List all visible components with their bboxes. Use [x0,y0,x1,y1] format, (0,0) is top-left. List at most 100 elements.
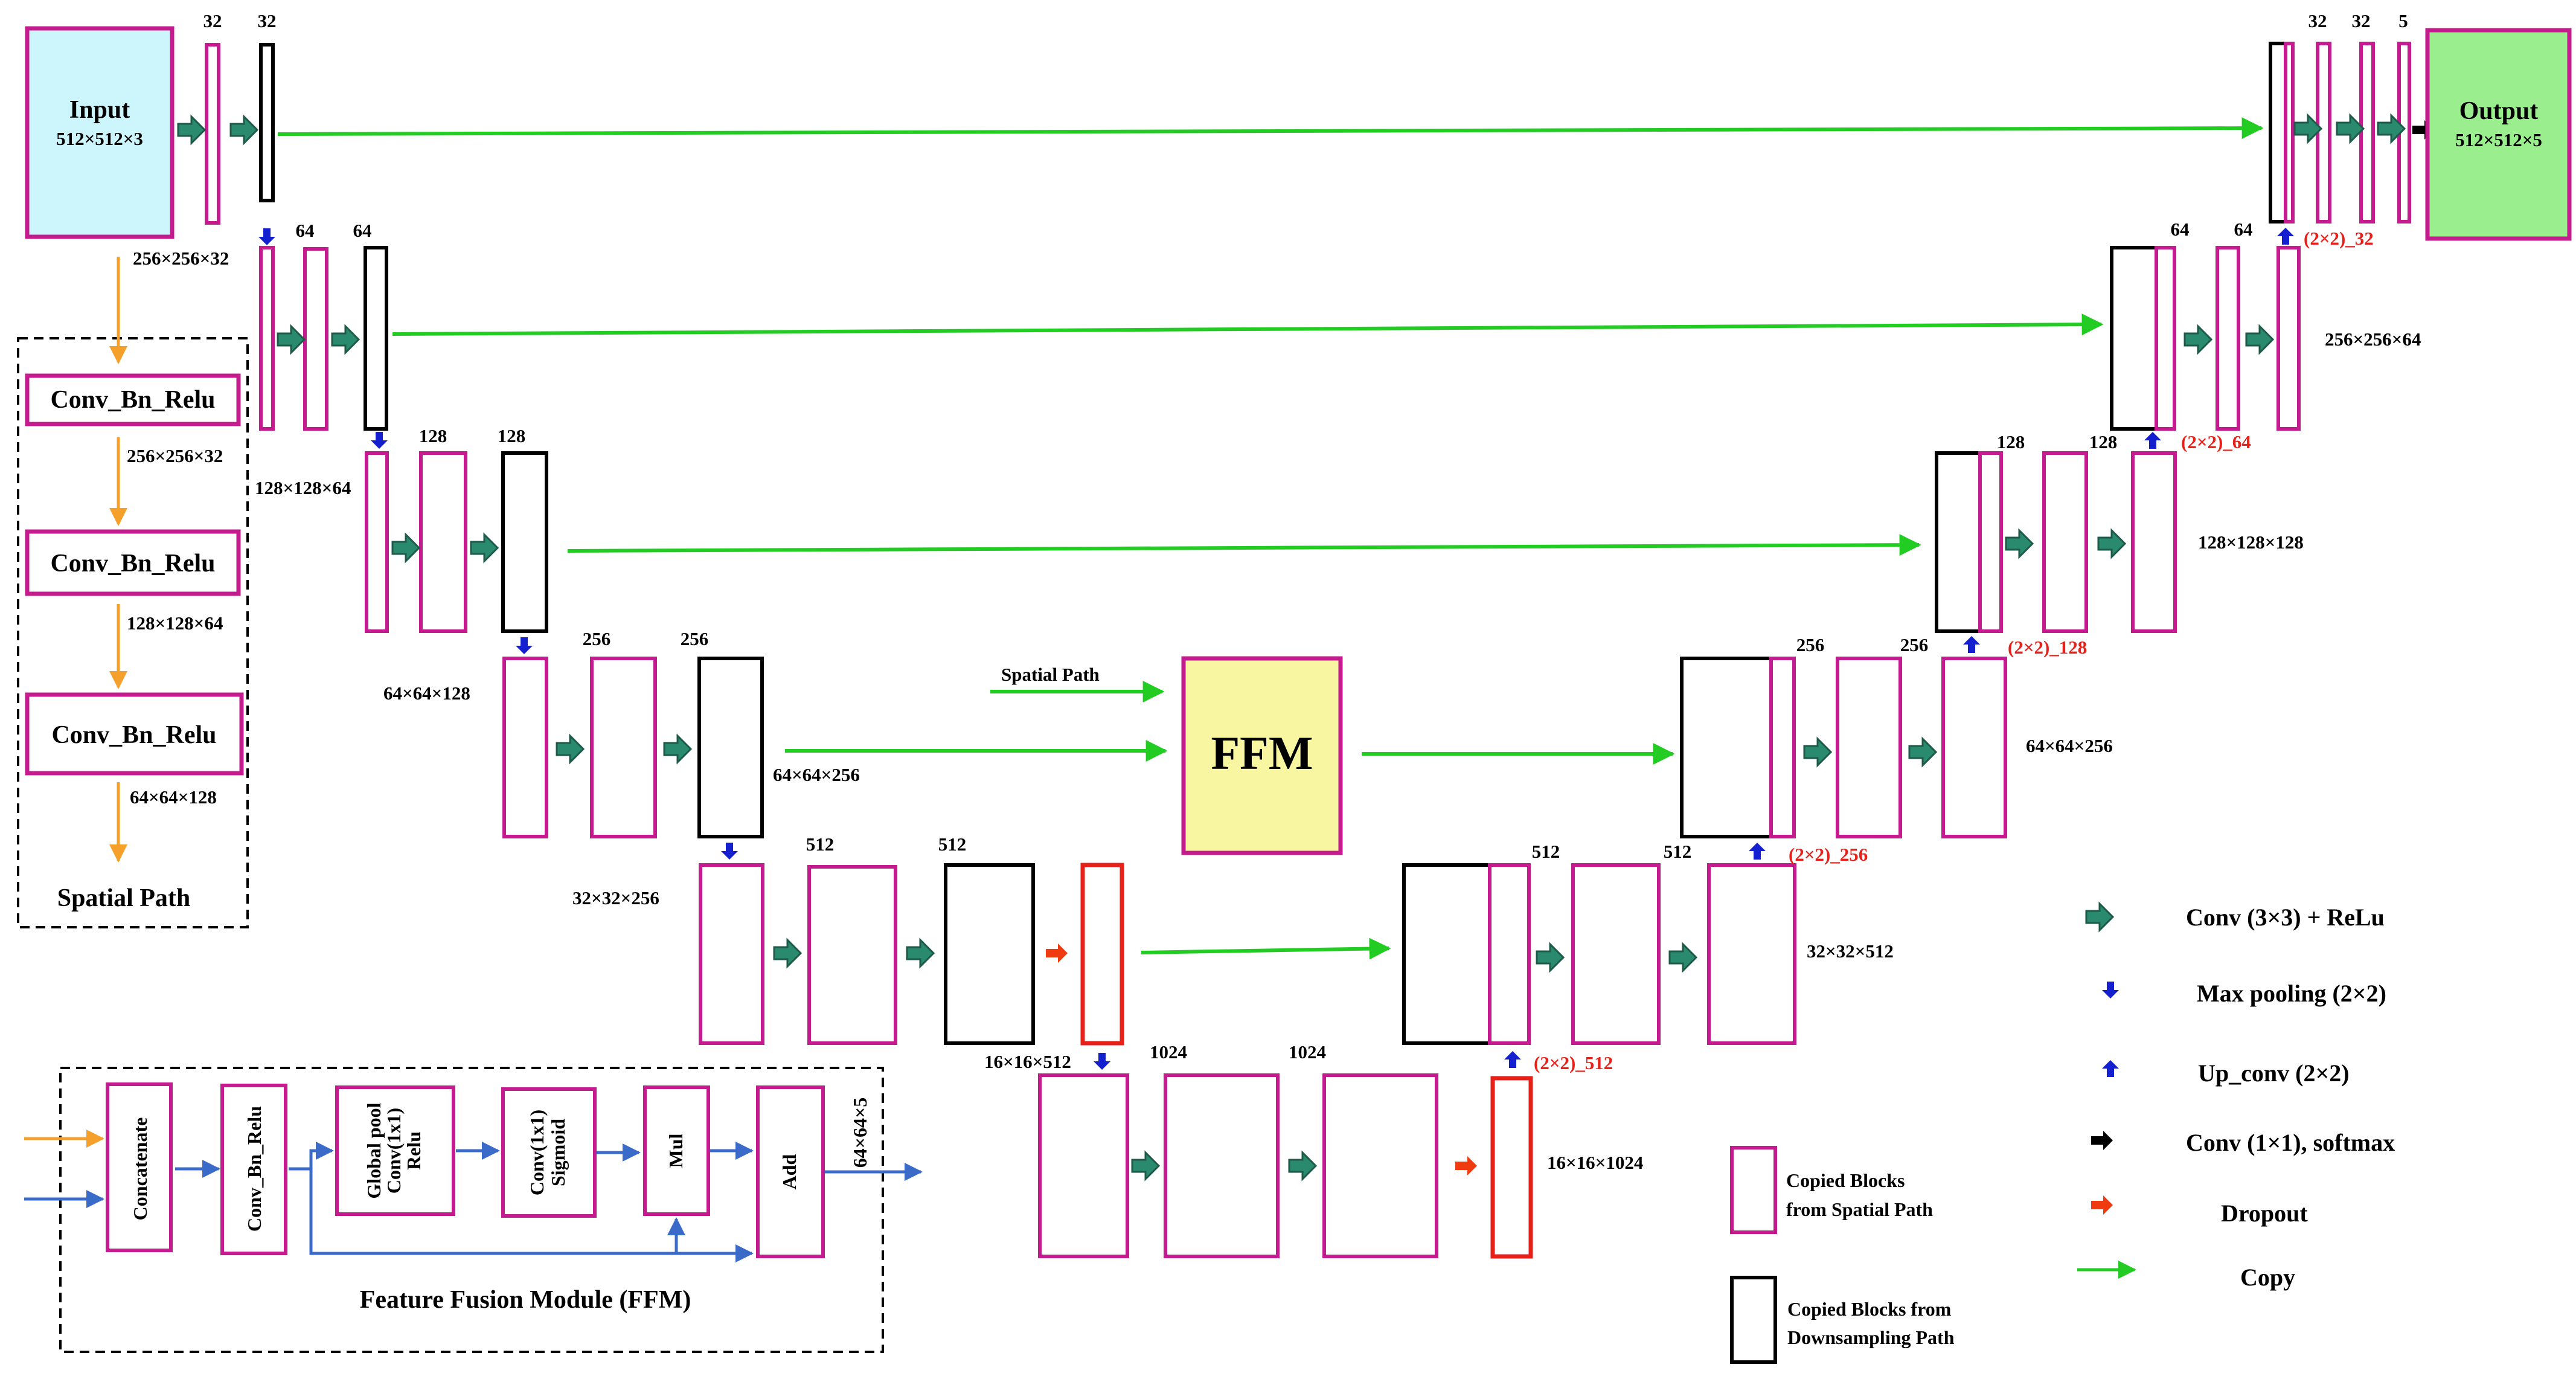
legend-spatial-swatch [1730,1146,1777,1234]
copy-arrow-level-1 [277,117,2264,140]
ffm-conv-bn-relu-label: Conv_Bn_Relu [243,1106,265,1232]
enc5-dropout [1080,863,1124,1046]
dec-dim-256x256x64: 256×256×64 [2325,329,2421,350]
enc1-channels-a: 32 [203,10,222,31]
spatial-conv-label-2: Conv_Bn_Relu [50,550,215,577]
enc1-conv-b [259,43,275,202]
bottleneck-input [1038,1073,1129,1258]
enc2-conv-b [364,246,388,431]
ffm-label: FFM [1211,727,1313,779]
upconv-arrow-icon [1504,1051,1521,1068]
legend-maxpool-text: Max pooling (2×2) [2197,980,2386,1007]
spatial-dim-2: 128×128×64 [127,613,223,634]
maxpool-arrow-icon [721,843,738,860]
dec1-conv-b [2359,42,2375,223]
dec2-copied-spatial [2155,246,2176,431]
spatial-path-border [17,337,249,928]
dec1-channels-a: 32 [2308,10,2327,31]
dec1-channels-b: 32 [2352,10,2371,31]
conv-arrow-icon [1288,1151,1317,1180]
dim-16x16x512: 16×16×512 [984,1051,1071,1072]
upconv-label-32: (2×2)_32 [2304,228,2374,249]
dec4-copied-spatial [1769,657,1796,838]
dec2-conv-a [2216,246,2240,431]
blue-arrow [309,1169,754,1262]
ffm-global-pool-block [335,1085,455,1216]
decoder: (2×2)_512 512 512 32×32×512 (2×2)_256 25… [1402,10,2572,1073]
ffm-global-pool-label-1: Global pool [363,1102,385,1198]
dec5-copied-spatial [1488,863,1531,1045]
enc-dim-64x64x128: 64×64×128 [383,683,470,704]
legend-upconv-icon [2102,1060,2119,1077]
ffm-sigmoid-label-2: Sigmoid [547,1119,569,1186]
copy-arrow-level-2 [392,314,2104,336]
enc4-conv-b [697,657,764,838]
spatial-dim-1: 256×256×32 [127,445,223,466]
maxpool-arrow-icon [516,637,533,654]
ffm-center: FFM Spatial Path [1001,656,1343,855]
legend-down-text-2: Downsampling Path [1787,1326,1955,1348]
dim-16x16x1024: 16×16×1024 [1547,1152,1643,1173]
ffm-block [1181,656,1343,855]
conv-arrow-icon [1908,738,1937,767]
legend: Copied Blocks from Spatial Path Copied B… [1730,902,2395,1364]
ffm-detail-panel: Concatenate Conv_Bn_Relu Global pool Con… [24,1067,923,1353]
ffm-output-dim: 64×64×5 [849,1098,871,1168]
ffm-concatenate-block [106,1082,173,1252]
dec-dim-32x32x512: 32×32×512 [1807,941,1894,962]
spatial-conv-block-1 [25,373,241,426]
enc4-channels-a: 256 [583,628,611,649]
conv-arrow-icon [470,533,499,562]
dec-dim-64x64x256: 64×64×256 [2026,735,2113,756]
enc5-conv-a [807,865,897,1045]
dec2-conv-b [2276,246,2301,431]
enc5-channels-b: 512 [938,834,967,855]
dropout-arrow-icon [1455,1156,1477,1175]
spatial-conv-block-3 [25,692,244,776]
legend-dropout-icon [2091,1195,2113,1215]
ffm-detail-border [59,1067,884,1353]
spatial-path-arrow-label: Spatial Path [1001,664,1100,685]
dec3-channels-a: 128 [1997,431,2025,452]
legend-copy-text: Copy [2240,1264,2295,1291]
enc-dim-128x128x64: 128×128×64 [255,477,351,498]
enc-dim-256x256x32: 256×256×32 [133,248,229,269]
conv-arrow-icon [1536,943,1565,972]
conv-arrow-icon [391,533,420,562]
legend-conv3-text: Conv (3×3) + ReLu [2186,904,2385,931]
dec4-channels-a: 256 [1796,634,1825,655]
ffm-add-label: Add [778,1154,800,1189]
enc5-input [699,863,764,1045]
bottleneck-conv-b [1322,1073,1438,1258]
input-size: 512×512×3 [56,128,143,149]
output-size: 512×512×5 [2455,129,2542,150]
dec2-channels-b: 64 [2234,219,2253,240]
copy-arrow-level-3 [567,534,1921,556]
spatial-conv-block-2 [25,529,241,596]
conv-arrow-icon [331,325,360,354]
dec1-channels-c: 5 [2398,10,2408,31]
legend-spatial-text-2: from Spatial Path [1786,1198,1933,1220]
enc-dim-64x64x256: 64×64×256 [773,764,860,785]
bottleneck-conv-a [1164,1073,1280,1258]
dec3-copied-down [1935,451,1982,633]
dec5-copied-down [1402,863,1491,1045]
upconv-arrow-icon [2144,432,2161,449]
enc5-conv-b [944,863,1035,1045]
conv-arrow-icon [177,115,206,144]
conv-arrow-icon [2097,529,2126,558]
enc2-input [259,246,275,431]
bottleneck-dropout [1490,1076,1533,1259]
dec4-conv-a [1836,657,1902,838]
legend-conv1-text: Conv (1×1), softmax [2186,1129,2395,1156]
conv-arrow-icon [773,939,802,968]
dec1-copied-down [2269,42,2287,223]
dec5-conv-b [1707,863,1796,1045]
enc3-conv-b [501,451,548,633]
maxpool-arrow-icon [371,432,388,449]
enc3-channels-b: 128 [498,425,526,446]
ffm-global-pool-label-2: Conv(1x1) [383,1108,405,1194]
enc3-conv-a [419,451,467,633]
bottleneck-channels-a: 1024 [1150,1041,1187,1063]
legend-spatial-text-1: Copied Blocks [1786,1169,1905,1191]
